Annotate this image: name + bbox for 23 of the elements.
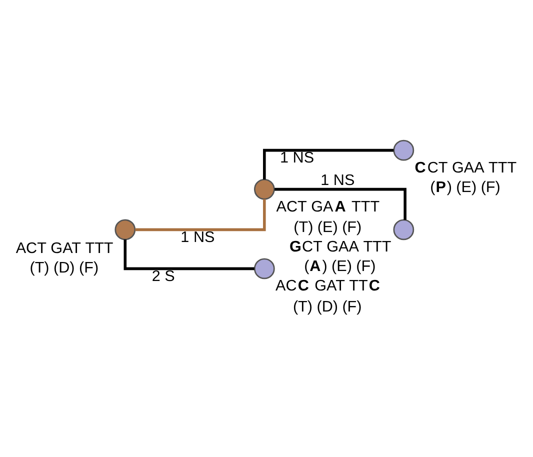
node-circle — [114, 218, 136, 240]
node-circle — [393, 139, 414, 160]
node-label: (A) (E) (F) — [304, 258, 376, 275]
node-label: ACT GAT TTT — [16, 240, 114, 257]
node-label: (T) (E) (F) — [294, 218, 362, 236]
connector — [274, 187, 406, 220]
edge-label: 1 NS — [180, 228, 215, 246]
node-circle — [393, 218, 414, 240]
node-label: (T) (D) (F) — [292, 298, 362, 316]
connector — [263, 148, 394, 179]
node-label: CCT GAA TTT — [414, 158, 517, 176]
node-label: ACT GAA TTT — [276, 198, 380, 215]
node-label: (T) (D) (F) — [30, 259, 99, 276]
node-label: (P) (E) (F) — [430, 178, 500, 196]
node-circle — [254, 258, 275, 279]
node-label: GCT GAA TTT — [289, 238, 392, 256]
node-circle — [254, 178, 275, 200]
edge-label: 1 NS — [280, 149, 314, 166]
edge-label: 1 NS — [320, 171, 355, 188]
connector — [124, 239, 254, 270]
connector — [135, 198, 266, 231]
edge-label: 2 S — [152, 267, 175, 284]
node-label: ACC GAT TTC — [276, 277, 380, 294]
